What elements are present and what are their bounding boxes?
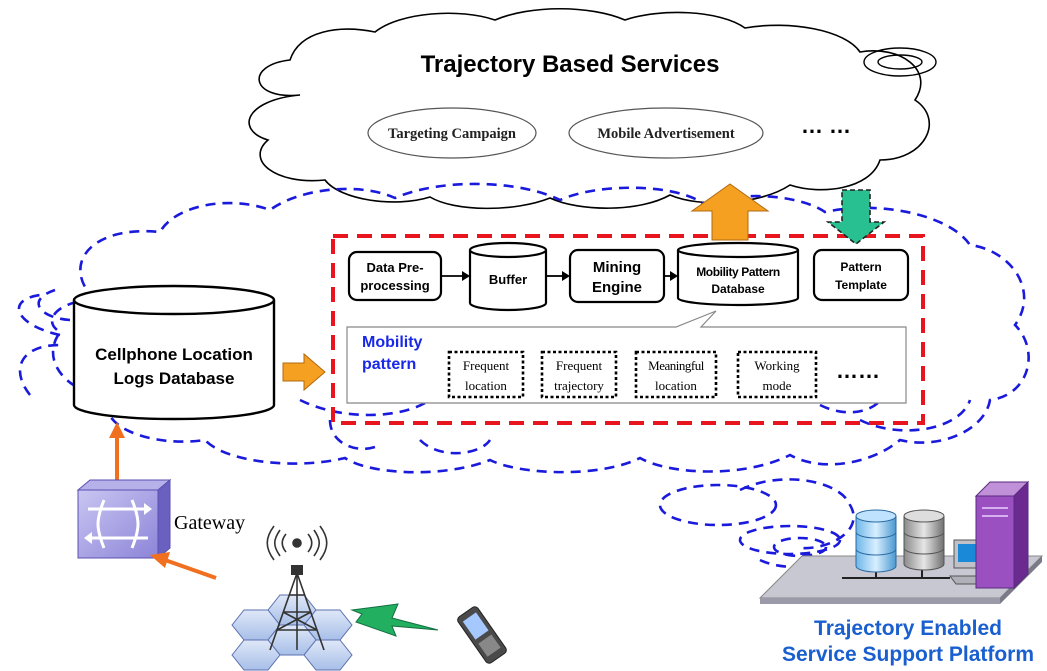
pattern-template-label-2: Template [835,278,887,292]
mobility-pattern-db-cylinder [676,241,800,307]
arrowhead-mining-to-db [670,271,678,281]
gateway-label: Gateway [174,512,245,534]
tower-to-gateway-line [164,558,217,580]
pattern-item-frequent-trajectory-2: trajectory [554,378,604,393]
upward-result-arrow [690,183,770,241]
platform-name-line-2: Service Support Platform [782,643,1034,666]
arrowhead-pre-to-buffer [462,271,470,281]
server-platform-icon [758,480,1044,604]
mobility-pattern-label-1: Mobility [362,334,423,351]
mining-engine-label-1: Mining [593,259,641,276]
mobility-db-label-1: Mobility Pattern [696,265,780,279]
logs-database-label-2: Logs Database [114,369,235,388]
tower-to-gateway-arrowhead [150,552,170,568]
service-ellipse-targeting [367,107,537,159]
cell-tower-icon [231,525,353,671]
buffer-cylinder [468,241,548,312]
service-targeting-campaign: Targeting Campaign [388,126,516,142]
pattern-item-frequent-location-1: Frequent [463,358,510,373]
gateway-to-logs-arrowhead [109,422,125,438]
mobile-phone-icon [457,606,507,664]
trajectory-services-cloud: Trajectory Based Services Targeting Camp… [248,7,937,210]
pattern-item-working-mode-1: Working [754,358,800,373]
pattern-item-frequent-trajectory-1: Frequent [556,358,603,373]
data-preprocessing-label-1: Data Pre- [366,260,423,275]
pattern-item-frequent-location-2: location [465,378,507,393]
buffer-label: Buffer [489,272,527,287]
tower-server-icon [974,480,1030,590]
platform-name-line-1: Trajectory Enabled [814,617,1002,640]
platform-boundary [331,234,925,425]
pattern-item-meaningful-location-2: location [655,378,697,393]
logs-to-platform-arrow [282,352,326,392]
gray-database-icon [903,509,945,571]
processing-pipeline: Data Pre- processing Buffer Mining Engin… [347,241,910,312]
pattern-item-working-mode-2: mode [763,378,792,393]
mobility-pattern-callout: Mobility pattern Frequent location Frequ… [346,310,907,404]
hex-cells [231,594,353,671]
arrowhead-buffer-to-mining [562,271,570,281]
logs-database-label-1: Cellphone Location [95,345,253,364]
service-ellipse-mobile-ad [568,107,764,159]
pattern-item-box-frequent-location [447,350,525,399]
downward-request-arrow [825,189,887,246]
pattern-item-box-meaningful-location [634,350,718,399]
wireless-signal-icon [350,603,439,637]
pattern-template-label-1: Pattern [840,260,881,274]
platform-link-swirl [658,478,855,569]
cloud-title: Trajectory Based Services [421,51,720,78]
data-preprocessing-label-2: processing [360,278,429,293]
mobility-pattern-label-2: pattern [362,356,416,373]
mining-engine-label-2: Engine [592,279,642,296]
cloud-outline [248,7,931,210]
pattern-item-meaningful-location-1: Meaningful [648,358,705,373]
cloud-swirl-decoration [863,47,937,77]
services-ellipsis: … … [801,113,851,138]
pattern-items-ellipsis: …… [836,358,880,383]
service-mobile-advertisement: Mobile Advertisement [597,126,734,142]
radio-waves [266,525,328,561]
gateway-router-icon [76,478,172,560]
mobility-db-label-2: Database [711,282,765,296]
pattern-item-box-frequent-trajectory [540,350,618,399]
logs-database-cylinder [72,284,276,421]
blue-database-icon [855,509,897,573]
pattern-item-box-working-mode [736,350,818,399]
pattern-template-box [812,248,910,302]
